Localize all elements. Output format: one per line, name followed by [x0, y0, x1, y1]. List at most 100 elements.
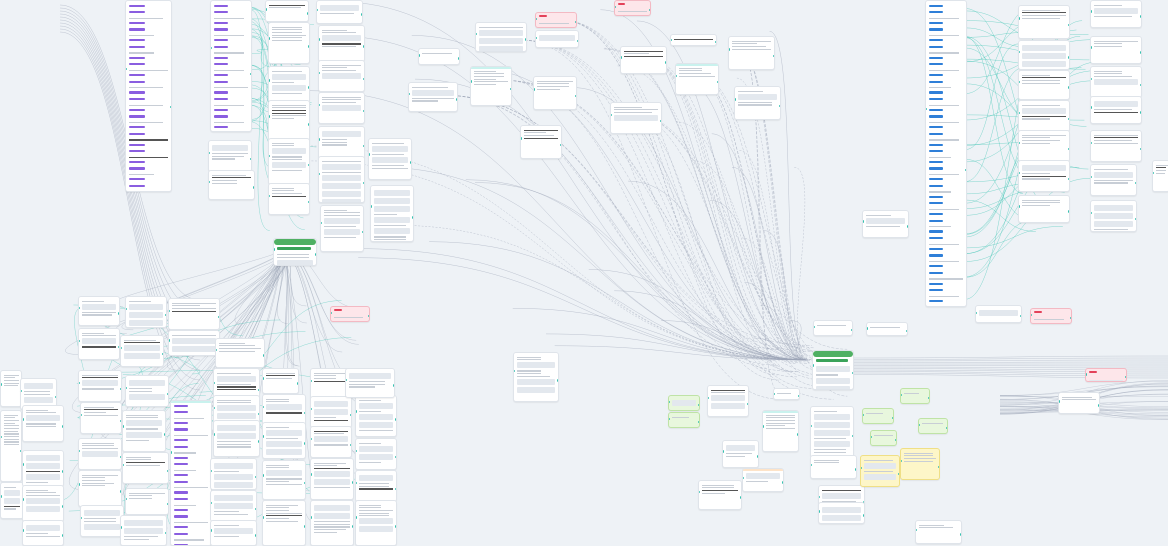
output-port[interactable]	[165, 532, 167, 535]
input-port[interactable]	[215, 349, 217, 352]
workflow-node[interactable]	[818, 502, 865, 524]
input-port[interactable]	[268, 115, 270, 118]
output-port[interactable]	[308, 123, 310, 126]
output-port[interactable]	[665, 61, 667, 64]
workflow-node[interactable]	[1090, 0, 1142, 28]
input-port[interactable]	[818, 496, 820, 499]
node-input-field[interactable]	[1022, 165, 1066, 171]
node-input-field[interactable]	[314, 471, 350, 477]
node-input-field[interactable]	[217, 433, 256, 439]
input-port[interactable]	[213, 407, 215, 410]
output-port[interactable]	[907, 225, 909, 228]
node-input-field[interactable]	[726, 445, 755, 451]
output-port[interactable]	[1068, 178, 1070, 181]
output-port[interactable]	[779, 105, 781, 108]
node-input-field[interactable]	[412, 90, 454, 96]
input-port[interactable]	[20, 390, 22, 393]
input-port[interactable]	[122, 464, 124, 467]
input-port[interactable]	[1090, 106, 1092, 109]
input-port[interactable]	[1090, 46, 1092, 49]
workflow-node[interactable]	[535, 12, 577, 28]
input-port[interactable]	[475, 33, 477, 36]
output-port[interactable]	[851, 329, 853, 332]
output-port[interactable]	[410, 161, 412, 164]
input-port[interactable]	[370, 205, 372, 208]
input-port[interactable]	[918, 424, 920, 427]
workflow-node[interactable]	[668, 412, 700, 428]
workflow-node[interactable]	[698, 480, 742, 510]
workflow-node[interactable]	[125, 488, 169, 515]
workflow-node[interactable]	[273, 238, 317, 266]
node-input-field[interactable]	[214, 463, 253, 469]
node-input-field[interactable]	[814, 414, 850, 420]
node-input-field[interactable]	[266, 470, 302, 476]
input-port[interactable]	[125, 498, 127, 501]
output-port[interactable]	[525, 38, 527, 41]
input-port[interactable]	[262, 377, 264, 380]
input-port[interactable]	[668, 401, 670, 404]
output-port[interactable]	[255, 476, 257, 479]
node-input-field[interactable]	[322, 191, 361, 197]
node-input-field[interactable]	[124, 353, 160, 359]
workflow-node[interactable]	[355, 395, 397, 437]
node-input-field[interactable]	[322, 73, 361, 79]
node-input-field[interactable]	[217, 425, 256, 431]
node-input-field[interactable]	[172, 338, 216, 344]
input-port[interactable]	[513, 370, 515, 373]
output-port[interactable]	[747, 403, 749, 406]
node-input-field[interactable]	[212, 145, 248, 151]
workflow-node[interactable]	[520, 125, 562, 159]
output-port[interactable]	[395, 488, 397, 491]
workflow-node[interactable]	[268, 66, 310, 103]
node-input-field[interactable]	[129, 394, 165, 400]
output-port[interactable]	[162, 353, 164, 356]
input-port[interactable]	[318, 173, 320, 176]
output-port[interactable]	[715, 41, 717, 44]
workflow-node[interactable]	[345, 368, 395, 398]
input-port[interactable]	[862, 414, 864, 417]
input-port[interactable]	[728, 48, 730, 51]
input-port[interactable]	[78, 307, 80, 310]
workflow-node[interactable]	[262, 368, 299, 394]
workflow-node[interactable]	[915, 520, 962, 544]
workflow-node[interactable]	[1090, 66, 1142, 98]
node-input-field[interactable]	[816, 386, 850, 390]
node-input-field[interactable]	[1094, 79, 1138, 85]
output-port[interactable]	[255, 508, 257, 511]
node-input-field[interactable]	[614, 115, 658, 121]
output-port[interactable]	[120, 490, 122, 493]
output-port[interactable]	[892, 417, 894, 420]
output-port[interactable]	[62, 505, 64, 508]
input-port[interactable]	[125, 308, 127, 311]
output-port[interactable]	[773, 55, 775, 58]
node-input-field[interactable]	[26, 525, 60, 531]
output-port[interactable]	[118, 312, 120, 315]
input-port[interactable]	[355, 410, 357, 413]
input-port[interactable]	[698, 491, 700, 494]
workflow-node[interactable]	[900, 448, 940, 480]
input-port[interactable]	[418, 54, 420, 57]
input-port[interactable]	[120, 526, 122, 529]
output-port[interactable]	[263, 354, 265, 357]
workflow-node[interactable]	[310, 500, 354, 546]
output-port[interactable]	[363, 145, 365, 148]
input-port[interactable]	[975, 312, 977, 315]
output-port[interactable]	[797, 433, 799, 436]
node-input-field[interactable]	[266, 430, 302, 436]
output-port[interactable]	[350, 414, 352, 417]
node-input-field[interactable]	[24, 397, 53, 403]
input-port[interactable]	[1018, 142, 1020, 145]
input-port[interactable]	[734, 98, 736, 101]
input-port[interactable]	[22, 498, 24, 501]
node-input-field[interactable]	[126, 432, 162, 438]
input-port[interactable]	[900, 460, 902, 463]
output-port[interactable]	[1020, 315, 1022, 318]
output-port[interactable]	[308, 164, 310, 167]
workflow-node[interactable]	[78, 296, 120, 326]
output-port[interactable]	[782, 481, 784, 484]
input-port[interactable]	[320, 222, 322, 225]
input-port[interactable]	[210, 470, 212, 473]
output-port[interactable]	[1135, 218, 1137, 221]
workflow-node[interactable]	[125, 375, 169, 407]
workflow-node[interactable]	[78, 470, 122, 507]
